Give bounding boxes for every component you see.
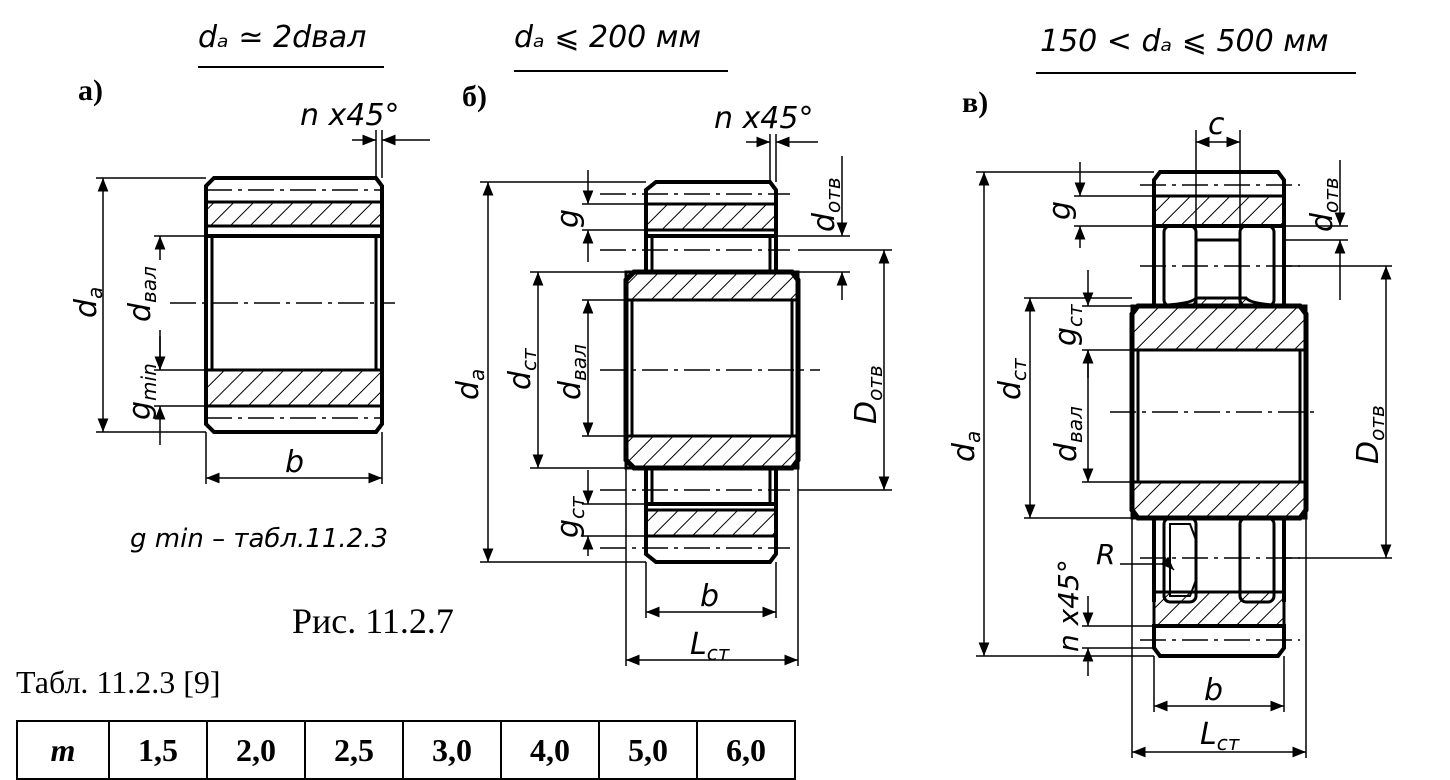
view-b-Lst-label: Lст	[690, 627, 731, 665]
view-b-chamfer-label: n x45°	[714, 101, 813, 136]
view-label-a: а)	[78, 74, 103, 107]
view-a-gmin-label: gmin	[123, 363, 161, 420]
view-v-dst-label: dст	[993, 357, 1031, 400]
view-b-dimensions	[480, 134, 892, 666]
table-cell: 4,0	[500, 720, 600, 780]
view-label-v: в)	[962, 86, 989, 119]
view-a-dval-label: dвал	[123, 266, 161, 322]
table-cell: 2,5	[304, 720, 404, 780]
view-b-g-label: g	[551, 209, 586, 228]
view-b-gear	[600, 180, 820, 564]
view-v-gst-label: gст	[1049, 303, 1087, 346]
view-v-g-label: g	[1043, 201, 1078, 220]
view-v-b-label: b	[1204, 673, 1223, 708]
view-a-gear	[170, 176, 395, 434]
table-row: m 1,5 2,0 2,5 3,0 4,0 5,0 6,0	[16, 720, 796, 780]
view-v-Dotv-label: Dотв	[1351, 405, 1389, 464]
header-b: dₐ ⩽ 200 мм	[514, 20, 702, 55]
view-b-dval-label: dвал	[553, 344, 591, 400]
table-cell: 1,5	[108, 720, 208, 780]
view-a-da-label: da	[69, 287, 107, 318]
table-title: Табл. 11.2.3 [9]	[16, 664, 221, 700]
table-header-cell: m	[16, 720, 110, 780]
view-v-Lst-label: Lст	[1200, 717, 1241, 755]
header-b-underline	[514, 70, 728, 72]
view-label-b: б)	[462, 80, 487, 113]
view-v-c-label: c	[1208, 107, 1225, 142]
view-v-gear	[1110, 170, 1320, 658]
header-v: 150 < dₐ ⩽ 500 мм	[1040, 24, 1329, 59]
view-v-dotv-label: dотв	[1305, 177, 1343, 232]
figure-caption: Рис. 11.2.7	[292, 601, 454, 641]
view-v-dimensions	[976, 130, 1392, 758]
gmin-note: g min – табл.11.2.3	[130, 524, 389, 554]
view-a-b-label: b	[285, 445, 304, 480]
view-v-R-label: R	[1096, 538, 1115, 571]
header-a: dₐ ≃ 2dвал	[198, 20, 367, 55]
view-b-da-label: da	[451, 369, 489, 400]
view-b-Dotv-label: Dотв	[849, 365, 887, 424]
view-b-labels: da dст dвал g gст dотв Dотв b Lст n x45°	[451, 101, 887, 665]
view-b-b-label: b	[700, 579, 719, 614]
header-a-underline	[198, 66, 384, 68]
table-cell: 5,0	[598, 720, 698, 780]
view-b-gst-label: gст	[551, 495, 589, 538]
header-v-underline	[1036, 72, 1356, 74]
table-cell: 6,0	[696, 720, 796, 780]
module-table: m 1,5 2,0 2,5 3,0 4,0 5,0 6,0	[16, 720, 796, 780]
view-a-dimensions	[96, 130, 430, 484]
view-v-labels: da dст dвал gст g dотв Dотв c R n x45° b…	[947, 107, 1389, 755]
view-v-chamfer-label: n x45°	[1052, 559, 1085, 652]
view-b-dotv-label: dотв	[807, 177, 845, 232]
view-b-dst-label: dст	[503, 347, 541, 390]
view-a-labels: da dвал gmin b n x45°	[69, 98, 399, 480]
table-cell: 3,0	[402, 720, 502, 780]
view-v-da-label: da	[947, 431, 985, 462]
view-a-chamfer-label: n x45°	[300, 98, 399, 133]
view-v-dval-label: dвал	[1049, 406, 1087, 462]
table-cell: 2,0	[206, 720, 306, 780]
